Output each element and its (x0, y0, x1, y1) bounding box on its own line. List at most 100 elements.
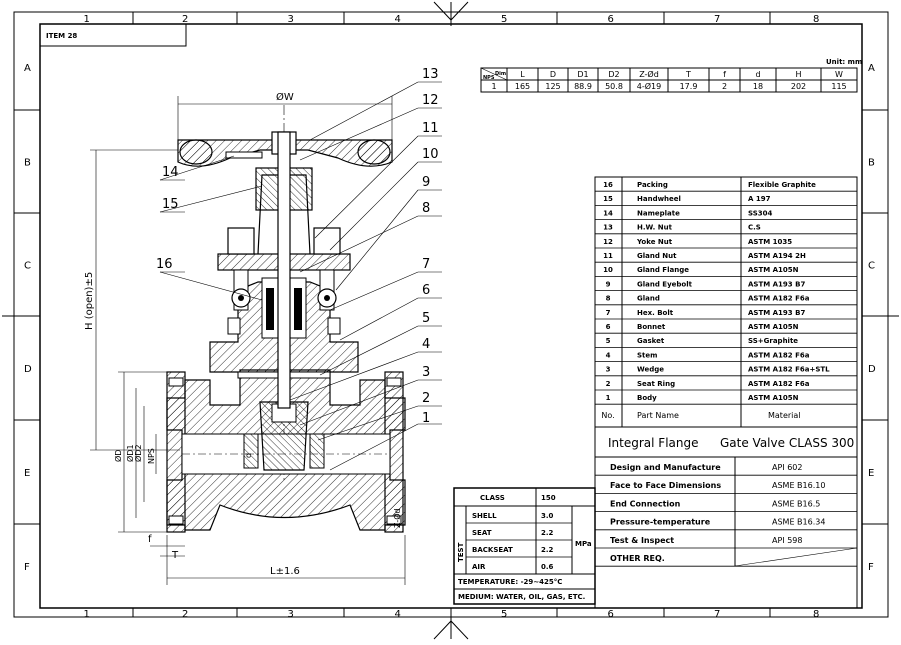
dim-t-label: T (171, 550, 179, 561)
spec-value: API 602 (772, 463, 802, 472)
hex-bolt-right (327, 317, 341, 335)
col-label-top: 7 (714, 14, 720, 25)
test-medium: MEDIUM: WATER, OIL, GAS, ETC. (458, 593, 585, 601)
inner-frame (39, 23, 863, 609)
callout-2: 2 (422, 391, 430, 406)
callout-5: 5 (422, 311, 430, 326)
row-label-left: B (24, 158, 31, 169)
test-row-name: BACKSEAT (472, 546, 513, 554)
part-no: 9 (606, 280, 611, 288)
col-label-bottom: 6 (608, 609, 614, 620)
callout-13: 13 (422, 67, 439, 82)
part-name: H.W. Nut (637, 224, 673, 232)
spec-value: API 598 (772, 536, 802, 545)
part-name: Handwheel (637, 195, 681, 203)
callout-4: 4 (422, 337, 430, 352)
part-no: 7 (606, 309, 611, 317)
dim-header-cell: D1 (577, 70, 588, 79)
dim-corner-bottom: NPS (483, 75, 495, 81)
packing-left (266, 288, 274, 330)
dim-value-cell: 165 (515, 82, 530, 91)
part-name: Nameplate (637, 209, 680, 217)
col-label-bottom: 1 (84, 609, 90, 620)
stem (277, 131, 291, 409)
part-no: 5 (606, 337, 611, 345)
handwheel (177, 139, 393, 167)
callout-10: 10 (422, 147, 439, 162)
part-name: Bonnet (637, 323, 666, 331)
part-no: 11 (603, 252, 613, 260)
callout-7: 7 (422, 257, 430, 272)
row-label-right: A (868, 63, 875, 74)
units-label: Unit: mm (826, 58, 862, 66)
dim-value-cell: 125 (545, 82, 560, 91)
bolt-hole-right-bottom (386, 515, 402, 525)
bolt-hole-left-bottom (168, 515, 184, 525)
title-block: Integral Flange Gate Valve CLASS 300 (594, 426, 858, 458)
col-label-bottom: 5 (501, 609, 507, 620)
dim-header-cell: d (755, 70, 760, 79)
dim-d2-label: ØD2 (133, 444, 143, 462)
item-box (39, 23, 187, 47)
test-temperature: TEMPERATURE: -29~425°C (458, 578, 562, 586)
col-label-top: 6 (608, 14, 614, 25)
part-name: Packing (637, 181, 668, 189)
callout-6: 6 (422, 283, 430, 298)
row-label-left: E (24, 468, 30, 479)
part-no: 10 (603, 266, 613, 274)
row-label-left: C (24, 261, 31, 272)
gland-nut-left (227, 227, 255, 255)
spec-label: Face to Face Dimensions (610, 481, 721, 490)
part-name: Hex. Bolt (637, 309, 674, 317)
part-material: ASTM A182 F6a+STL (748, 366, 830, 374)
part-no: 6 (606, 323, 611, 331)
col-label-bottom: 8 (813, 609, 819, 620)
col-label-bottom: 2 (182, 609, 188, 620)
test-class-value: 150 (541, 494, 556, 502)
part-no: 16 (603, 181, 613, 189)
dim-header-cell: Z-Ød (639, 69, 659, 79)
part-material: ASTM A105N (748, 266, 799, 274)
test-row-value: 2.2 (541, 546, 554, 554)
dim-d-label: ØD (113, 450, 123, 462)
bolt-hole-right-top (386, 377, 402, 387)
test-row-name: AIR (472, 563, 486, 571)
test-row-value: 2.2 (541, 529, 554, 537)
dim-header-cell: f (723, 70, 726, 79)
dim-nps-label: NPS (147, 448, 156, 464)
part-name: Wedge (637, 366, 664, 374)
col-label-top: 1 (84, 14, 90, 25)
col-label-bottom: 7 (714, 609, 720, 620)
part-no: 15 (603, 195, 613, 203)
row-label-right: C (868, 261, 875, 272)
part-no: 2 (606, 380, 611, 388)
dim-value-cell: 18 (753, 82, 763, 91)
dim-value-cell: 4-Ø19 (637, 81, 661, 91)
part-no: 8 (606, 295, 611, 303)
row-label-left: D (24, 364, 32, 375)
part-no: 14 (603, 209, 613, 217)
row-label-right: F (868, 562, 874, 573)
dim-value-cell: 1 (491, 82, 496, 91)
part-material: ASTM 1035 (748, 238, 792, 246)
gland-nut-right (313, 227, 341, 255)
dimensions (90, 96, 406, 585)
test-row-value: 0.6 (541, 563, 554, 571)
spec-label: Pressure-temperature (610, 518, 711, 527)
part-material: C.S (748, 224, 761, 232)
part-no: 3 (606, 366, 611, 374)
part-name: Seat Ring (637, 380, 675, 388)
dim-header-cell: H (795, 70, 801, 79)
parts-header-name: Part Name (637, 411, 679, 420)
part-material: SS304 (748, 209, 773, 217)
part-no: 13 (603, 224, 613, 232)
part-name: Gland Eyebolt (637, 280, 693, 288)
callout-15: 15 (162, 197, 179, 212)
dim-value-cell: 88.9 (574, 82, 592, 91)
dim-header-cell: L (520, 70, 525, 79)
test-class-label: CLASS (480, 494, 505, 502)
spec-label: Test & Inspect (610, 536, 674, 545)
col-label-bottom: 4 (395, 609, 401, 620)
